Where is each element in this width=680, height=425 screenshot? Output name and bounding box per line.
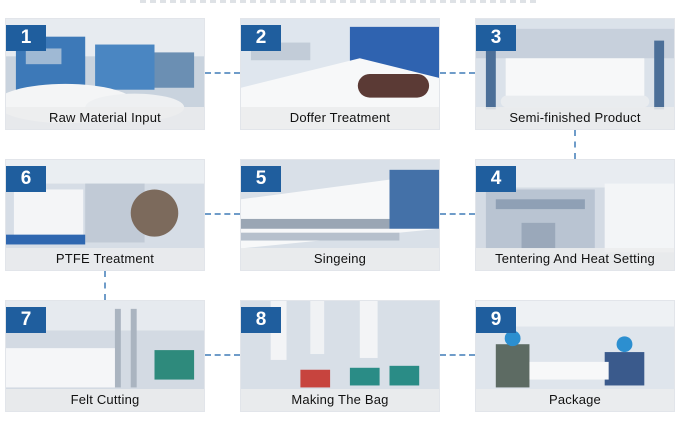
connector-2-3 bbox=[440, 72, 475, 74]
step-card-felt-cutting: 7 Felt Cutting bbox=[5, 300, 205, 412]
step-number-badge: 1 bbox=[6, 25, 46, 51]
connector-5-6 bbox=[205, 213, 240, 215]
step-number-badge: 3 bbox=[476, 25, 516, 51]
step-number-badge: 6 bbox=[6, 166, 46, 192]
step-caption: Semi-finished Product bbox=[476, 107, 674, 129]
felt-cutting-photo bbox=[6, 301, 204, 411]
step-card-doffer-treatment: 2 Doffer Treatment bbox=[240, 18, 440, 130]
step-card-making-the-bag: 8 Making The Bag bbox=[240, 300, 440, 412]
connector-8-9 bbox=[440, 354, 475, 356]
step-card-singeing: 5 Singeing bbox=[240, 159, 440, 271]
step-card-package: 9 Package bbox=[475, 300, 675, 412]
step-caption: Doffer Treatment bbox=[241, 107, 439, 129]
step-card-raw-material-input: 1 Raw Material Input bbox=[5, 18, 205, 130]
step-caption: Felt Cutting bbox=[6, 389, 204, 411]
step-number-badge: 2 bbox=[241, 25, 281, 51]
connector-1-2 bbox=[205, 72, 240, 74]
step-caption: PTFE Treatment bbox=[6, 248, 204, 270]
step-caption: Package bbox=[476, 389, 674, 411]
step-caption: Tentering And Heat Setting bbox=[476, 248, 674, 270]
connector-7-8 bbox=[205, 354, 240, 356]
top-decoration-strip bbox=[140, 0, 540, 3]
step-card-semi-finished-product: 3 Semi-finished Product bbox=[475, 18, 675, 130]
step-number-badge: 7 bbox=[6, 307, 46, 333]
connector-6-7 bbox=[104, 271, 106, 300]
raw-material-photo bbox=[6, 19, 204, 129]
step-caption: Raw Material Input bbox=[6, 107, 204, 129]
step-card-ptfe-treatment: 6 PTFE Treatment bbox=[5, 159, 205, 271]
step-number-badge: 9 bbox=[476, 307, 516, 333]
step-caption: Singeing bbox=[241, 248, 439, 270]
step-number-badge: 8 bbox=[241, 307, 281, 333]
connector-4-5 bbox=[440, 213, 475, 215]
step-number-badge: 4 bbox=[476, 166, 516, 192]
step-card-tentering-heat-setting: 4 Tentering And Heat Setting bbox=[475, 159, 675, 271]
step-caption: Making The Bag bbox=[241, 389, 439, 411]
connector-3-4 bbox=[574, 130, 576, 159]
step-number-badge: 5 bbox=[241, 166, 281, 192]
